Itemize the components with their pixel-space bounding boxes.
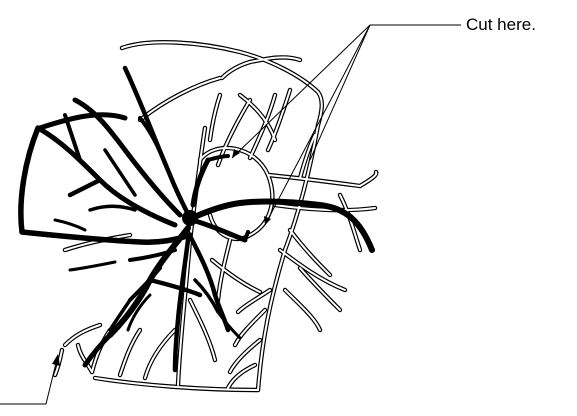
pointer-leader xyxy=(0,363,56,404)
cut-leader-2 xyxy=(265,25,370,225)
outline-vessel-network xyxy=(55,42,376,390)
bottom-pointer xyxy=(0,363,56,404)
cut-leader-1 xyxy=(232,25,370,158)
cut-arrowheads xyxy=(232,149,271,225)
cut-annotation xyxy=(232,25,461,225)
cut-here-label: Cut here. xyxy=(466,15,536,35)
